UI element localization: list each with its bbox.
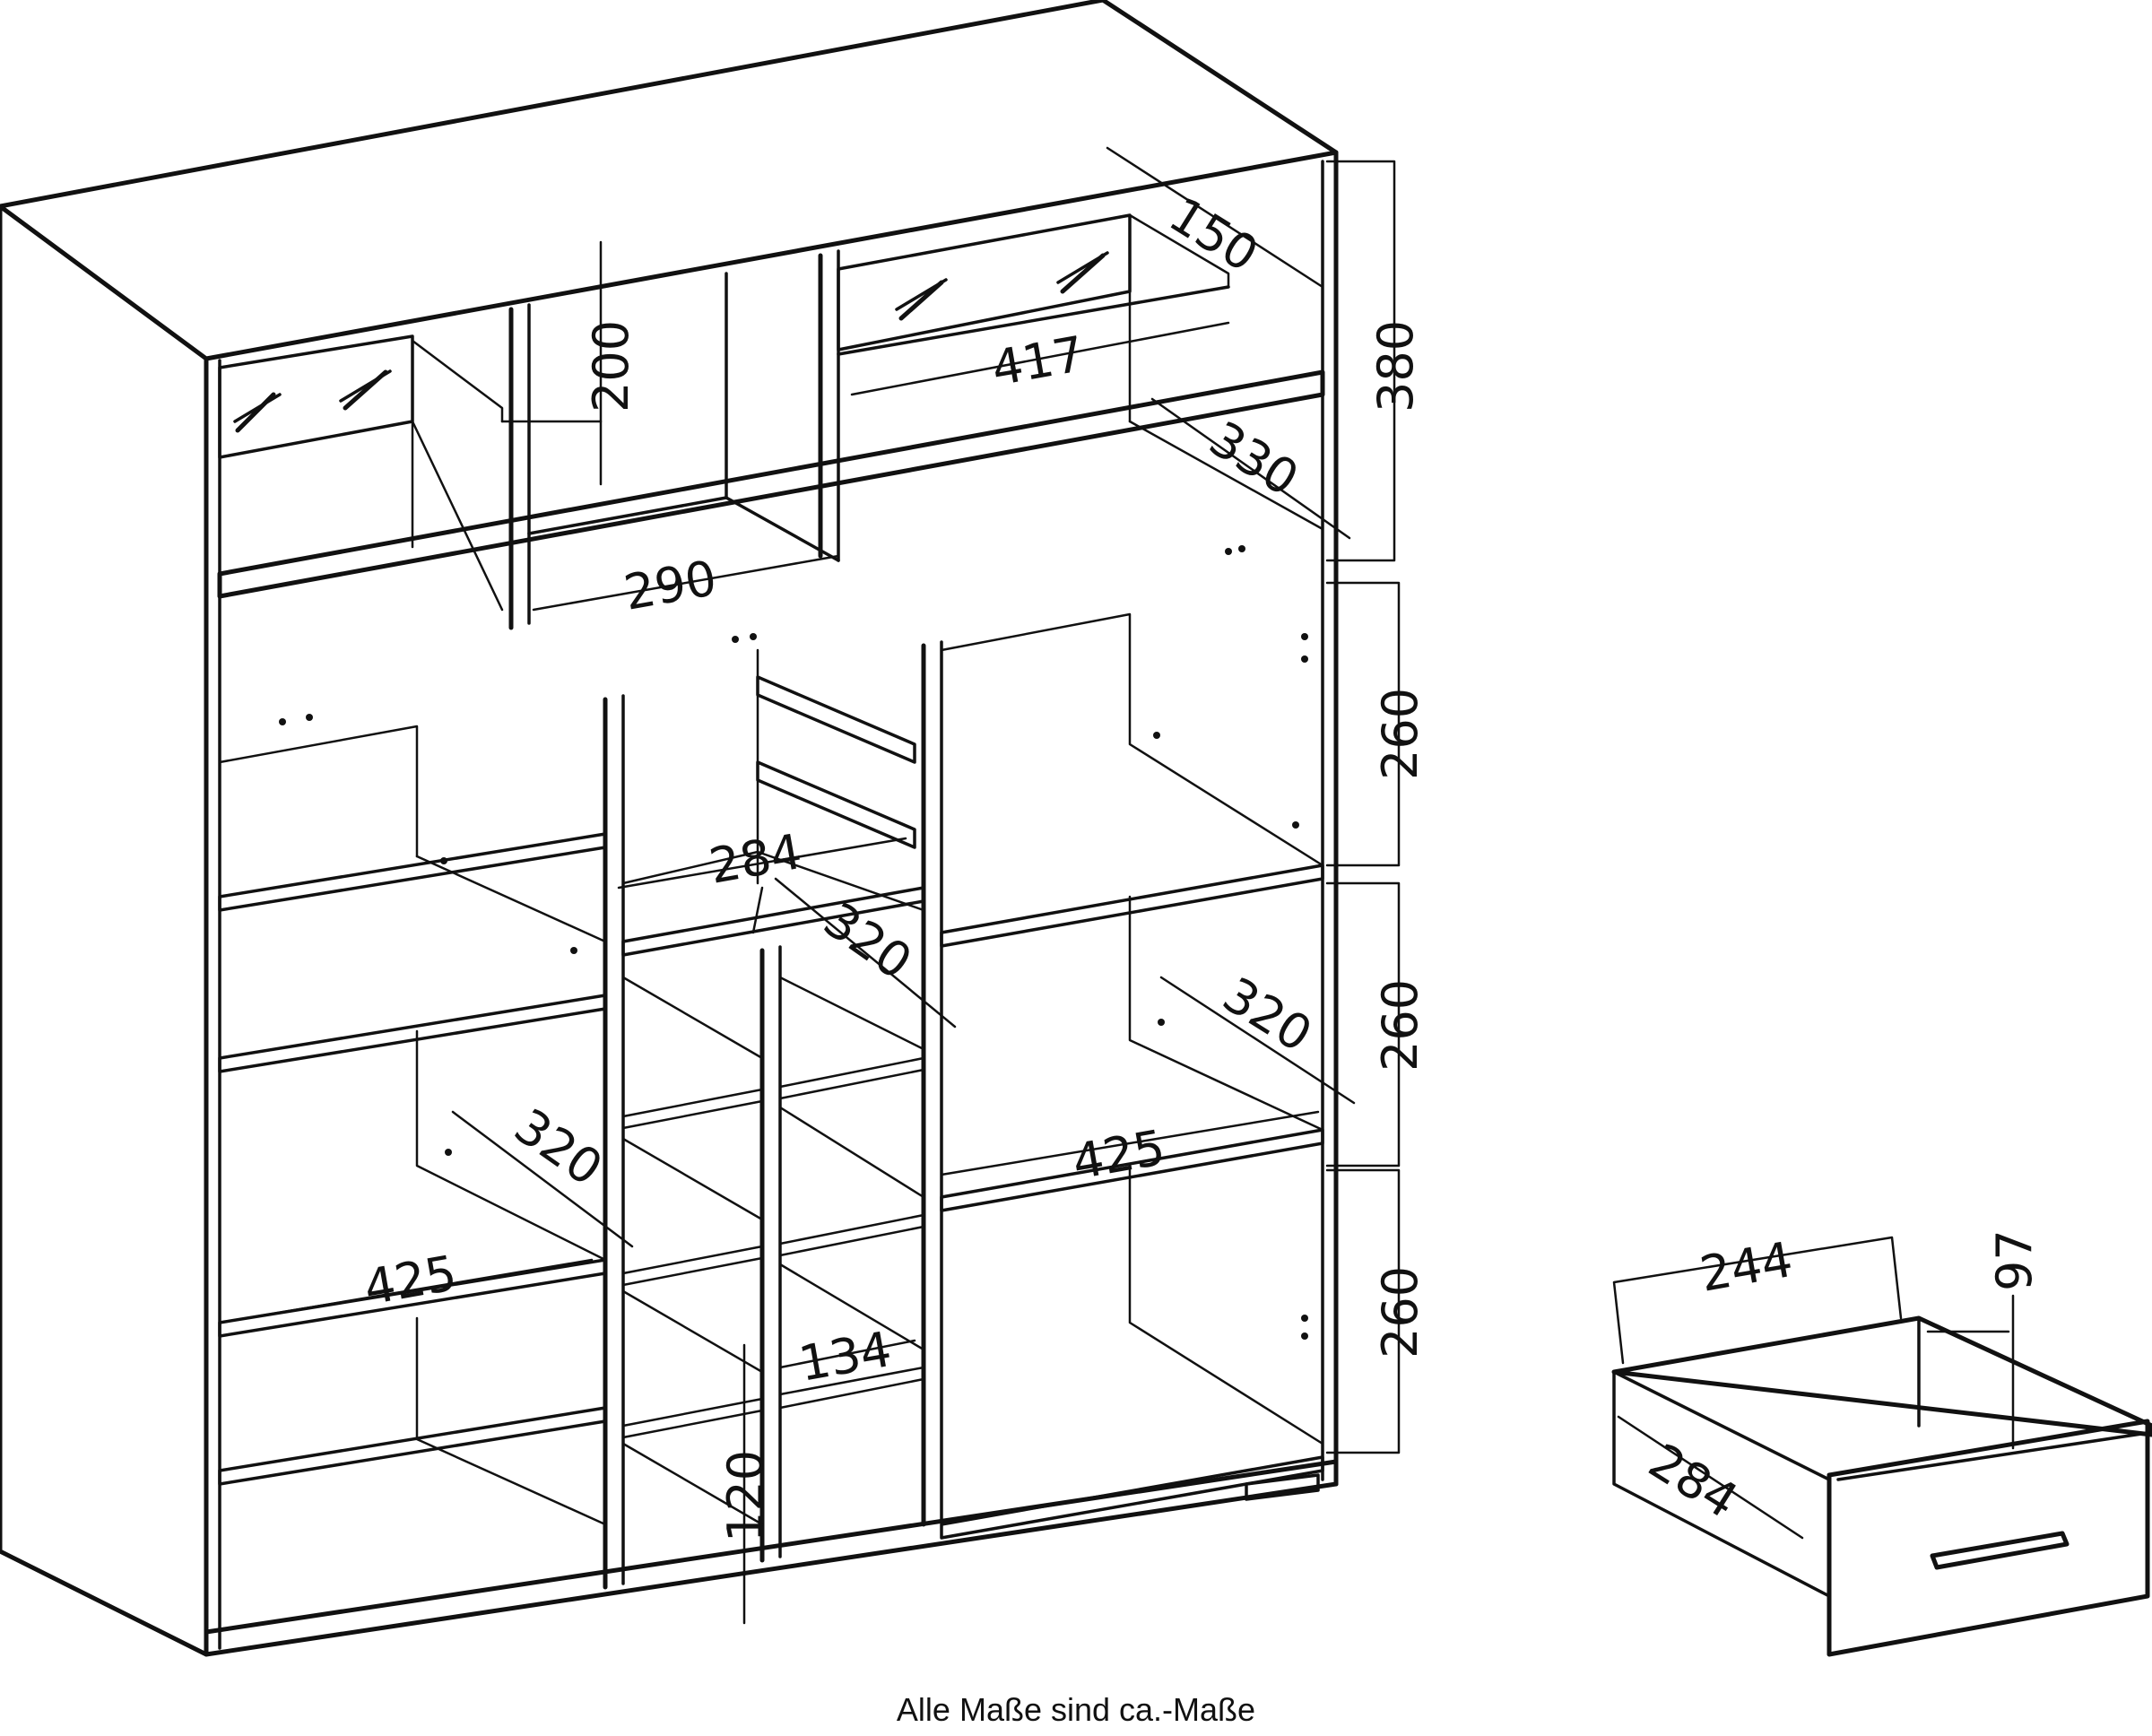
dim-425-right: 425 bbox=[1068, 1119, 1168, 1191]
dim-150: 150 bbox=[1159, 187, 1268, 283]
measurement-note: Alle Maße sind ca.-Maße bbox=[896, 1691, 1256, 1728]
dim-425-left: 425 bbox=[360, 1245, 460, 1316]
dim-97: 97 bbox=[1986, 1229, 2043, 1291]
dim-320-right: 320 bbox=[1213, 967, 1322, 1063]
dim-134: 134 bbox=[794, 1321, 895, 1393]
dim-260-bottom: 260 bbox=[1372, 1266, 1428, 1358]
shelf-technical-drawing: 150 200 417 380 330 290 260 284 320 260 … bbox=[0, 0, 2152, 1657]
dim-284-drawer: 284 bbox=[1639, 1433, 1748, 1530]
dim-260-mid: 260 bbox=[1372, 979, 1428, 1072]
dim-290: 290 bbox=[620, 550, 720, 621]
dim-320-left: 320 bbox=[505, 1098, 613, 1197]
dim-260-top: 260 bbox=[1372, 688, 1428, 780]
dim-244: 244 bbox=[1696, 1231, 1796, 1303]
dim-380: 380 bbox=[1367, 320, 1424, 412]
dim-320-center: 320 bbox=[814, 891, 923, 991]
top-section bbox=[217, 213, 1325, 725]
dim-417: 417 bbox=[987, 326, 1088, 397]
dim-330: 330 bbox=[1200, 411, 1308, 508]
dimension-lines bbox=[218, 146, 1401, 1625]
drawer-detail bbox=[1611, 1236, 2152, 1657]
dim-120: 120 bbox=[717, 1450, 774, 1542]
shelf-boards bbox=[218, 612, 1324, 1590]
dim-284-mid: 284 bbox=[705, 823, 805, 895]
dim-200: 200 bbox=[583, 320, 639, 412]
cabinet-outline bbox=[0, 0, 1339, 1657]
